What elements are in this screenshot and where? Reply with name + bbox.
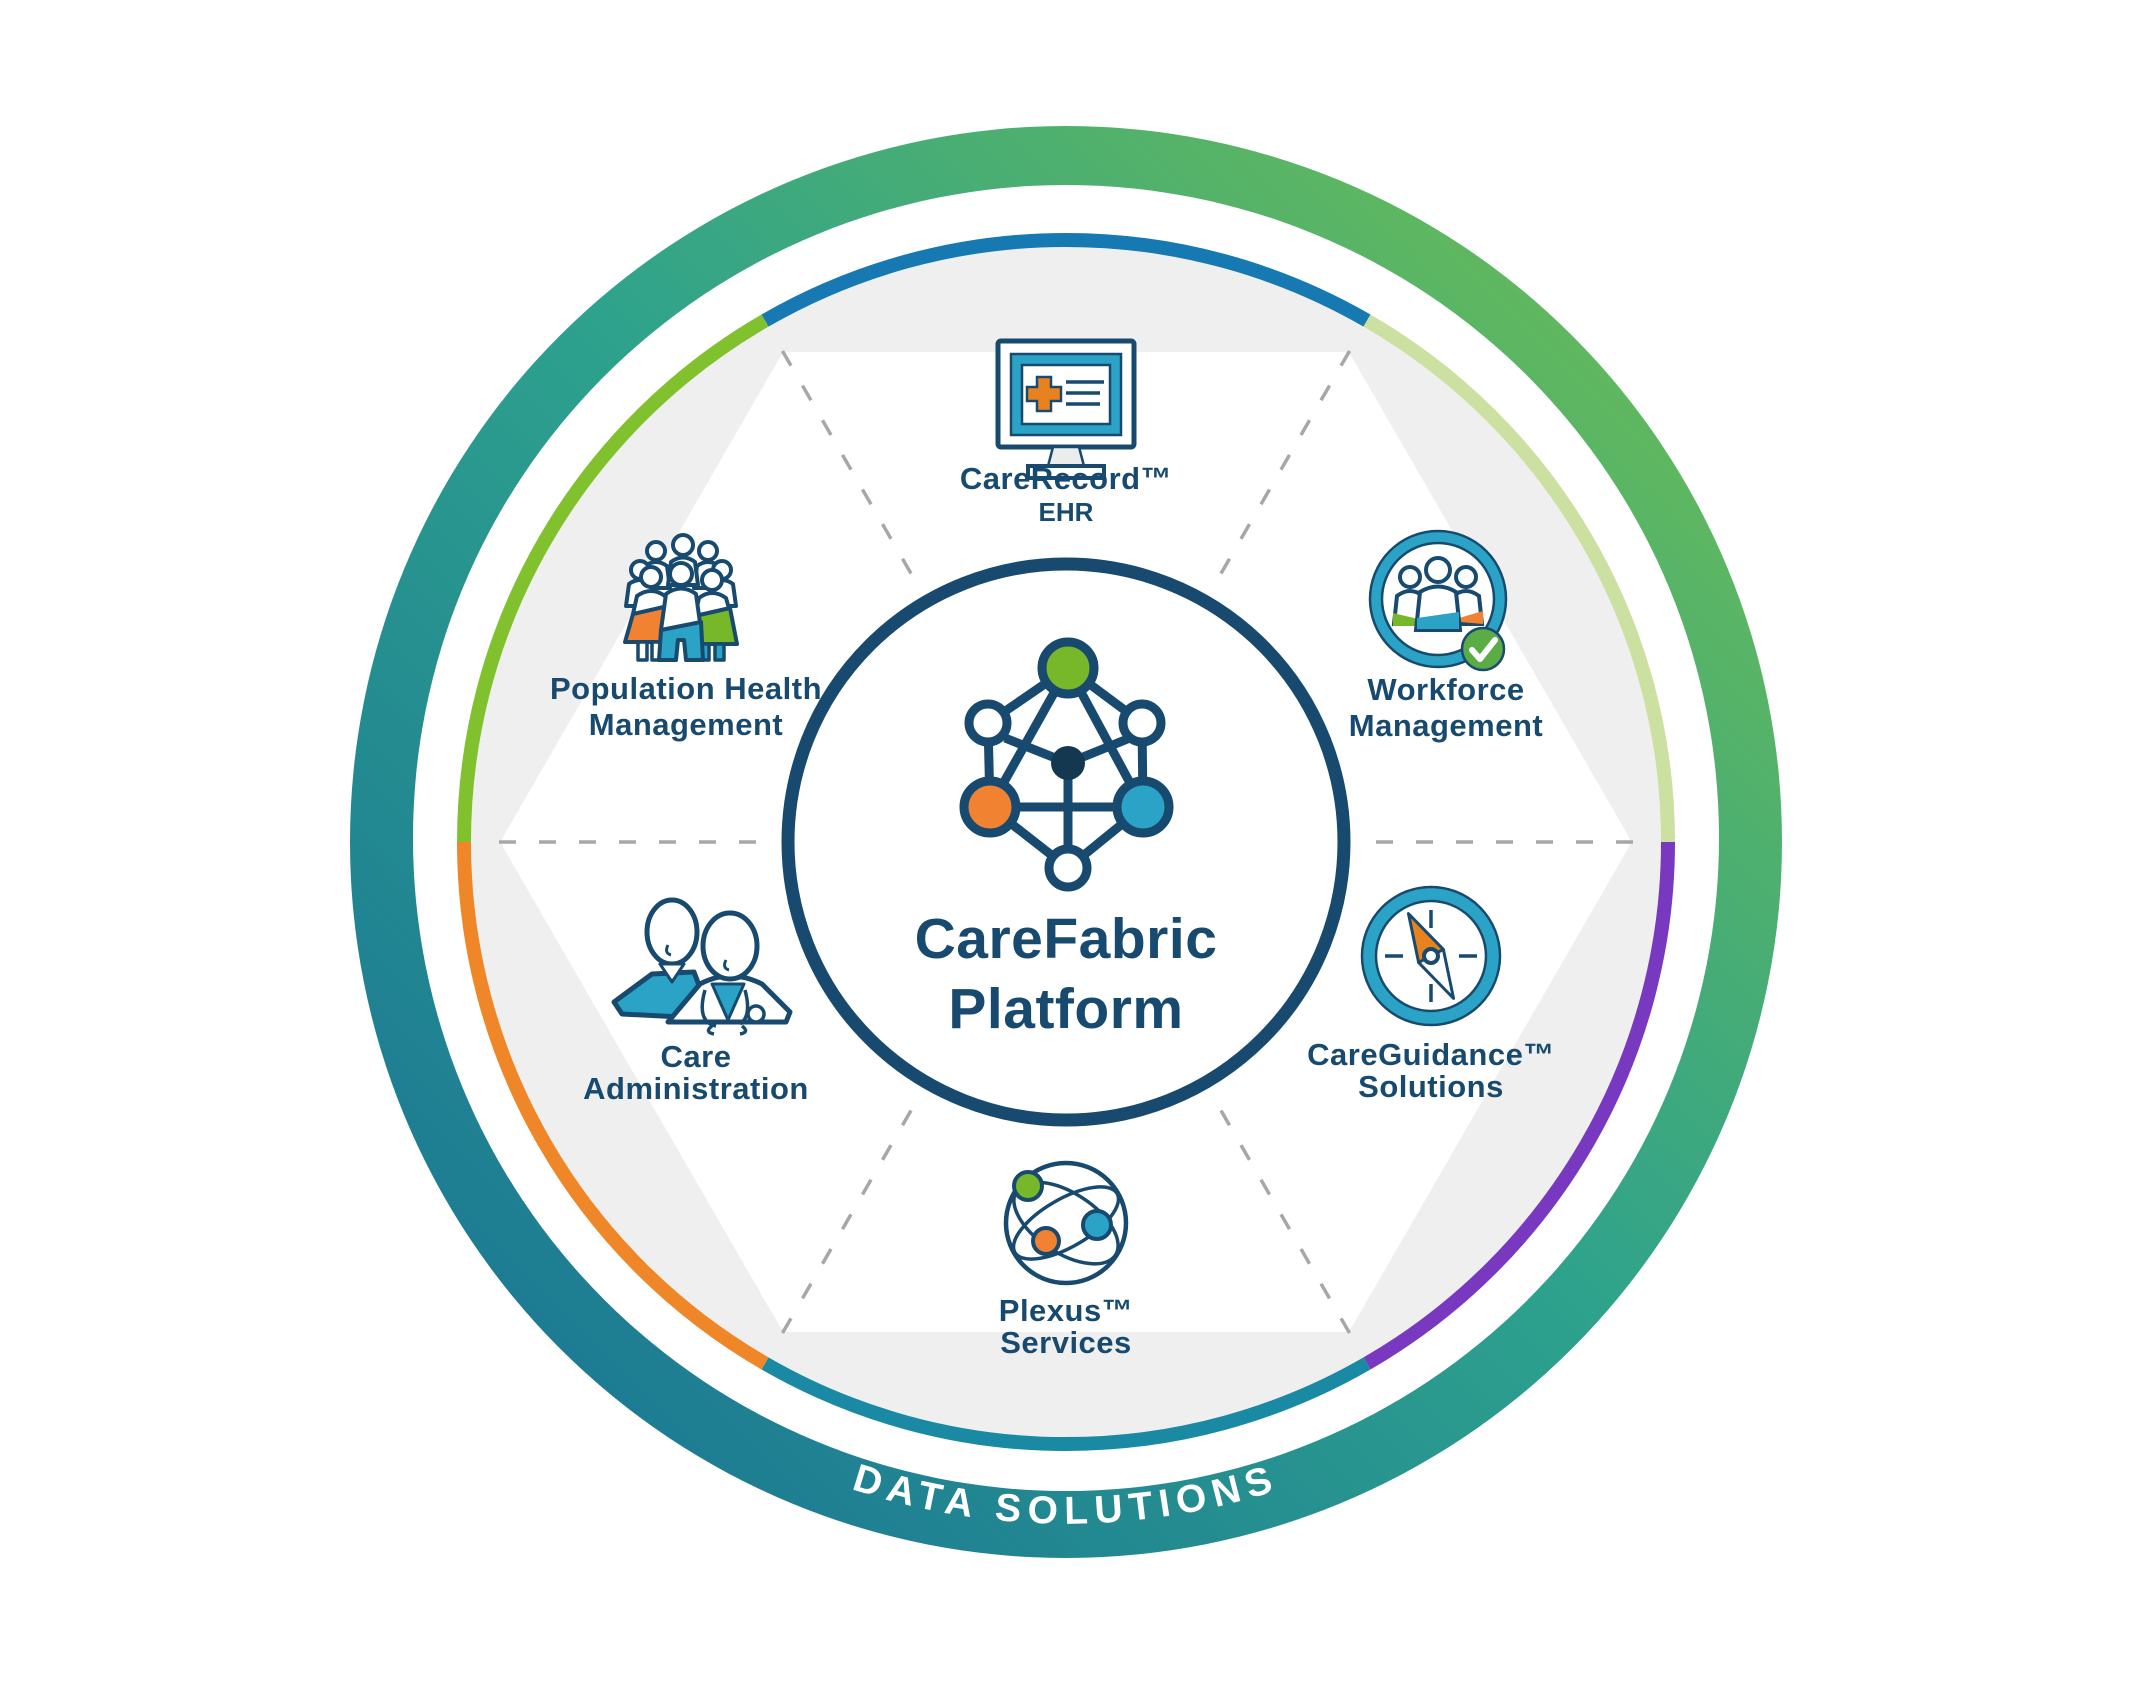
- network-node-teal: [1112, 776, 1174, 838]
- plexus-node-orange: [1031, 1226, 1061, 1256]
- divider-top-left: [771, 334, 913, 575]
- workforce-label-line2: Management: [1349, 708, 1543, 743]
- segment-arc-plexus: [761, 1357, 1371, 1451]
- care-admin-label-line1: Care: [661, 1039, 732, 1074]
- crowd-front-center: [657, 561, 705, 662]
- population-health-icon: [623, 533, 739, 662]
- divider-top-right: [1219, 334, 1361, 575]
- care-guidance-label-line1: CareGuidance™: [1307, 1037, 1555, 1072]
- medical-cross-icon: [1025, 375, 1063, 413]
- segment-arc-care-guidance: [1363, 841, 1675, 1370]
- segment-arc-care-admin: [457, 841, 769, 1370]
- workforce-people: [1391, 556, 1485, 632]
- network-node-orange: [959, 776, 1021, 838]
- compass-ticks: [1385, 910, 1477, 1002]
- workforce-label-line1: Workforce: [1367, 672, 1524, 707]
- checkmark-badge-icon: [1460, 626, 1506, 672]
- plexus-label-line1: Plexus™: [999, 1293, 1133, 1328]
- network-node-green: [1037, 637, 1099, 699]
- segment-arc-workforce: [1363, 314, 1675, 843]
- segment-divider-dashes: [481, 334, 1651, 1350]
- workforce-icon: [1368, 529, 1508, 672]
- network-node-white-right: [1118, 699, 1166, 747]
- record-text-lines: [1066, 380, 1104, 406]
- care-admin-label-line2: Administration: [583, 1071, 809, 1106]
- care-guidance-compass-icon: [1360, 885, 1502, 1027]
- segment-arc-care-record: [761, 233, 1371, 327]
- care-record-label-line1: CareRecord™: [960, 461, 1172, 496]
- care-record-monitor-icon: [995, 338, 1137, 480]
- center-title-line1: CareFabric: [915, 907, 1218, 971]
- population-health-label-line2: Management: [589, 707, 783, 742]
- segment-arc-population-health: [457, 314, 769, 843]
- center-title-line2: Platform: [948, 977, 1183, 1041]
- divider-bottom-left: [771, 1109, 913, 1350]
- care-admin-icon: [611, 897, 793, 1036]
- population-health-label-line1: Population Health: [550, 671, 822, 706]
- segment-arcs: [457, 233, 1675, 1451]
- plexus-node-teal: [1081, 1209, 1113, 1241]
- network-node-white-left: [964, 699, 1012, 747]
- care-record-label-line2: EHR: [1039, 497, 1094, 527]
- network-node-white-bottom: [1044, 844, 1092, 892]
- plexus-globe-icon: [1003, 1160, 1129, 1286]
- plexus-node-green: [1012, 1170, 1044, 1202]
- divider-bottom-right: [1219, 1109, 1361, 1350]
- plexus-label-line2: Services: [1000, 1325, 1132, 1360]
- care-guidance-label-line2: Solutions: [1358, 1069, 1504, 1104]
- carefabric-network-logo: [959, 637, 1174, 892]
- network-node-center: [1051, 746, 1085, 780]
